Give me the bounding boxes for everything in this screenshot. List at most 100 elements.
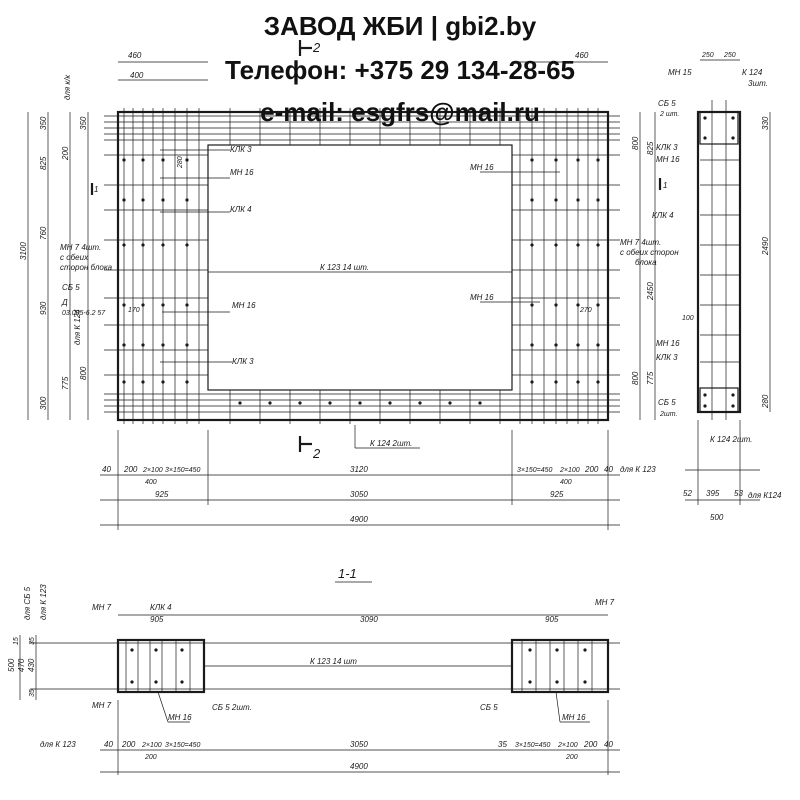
- dim-b1-3x150: 3×150=450: [165, 467, 201, 474]
- label-d-code: 03.005-6.2 57: [62, 310, 106, 317]
- side-dim-b-395: 395: [706, 489, 720, 498]
- section-mark-top: 2: [312, 40, 321, 55]
- label-mn7-right: МН 7 4шт.: [620, 238, 661, 247]
- label-klk3-bottom: КЛК 3: [232, 357, 254, 366]
- side-dim-right-2490: 2490: [761, 237, 770, 256]
- sec-dim-b-200: 200: [121, 740, 136, 749]
- mark-1-right: 1: [663, 181, 667, 190]
- dim-b1-200: 200: [123, 465, 138, 474]
- dim-b1b-400: 400: [145, 479, 157, 486]
- plan-text: КЛК 3 МН 16 КЛК 4 МН 7 4шт. с обеих стор…: [19, 40, 679, 524]
- sec-dim-bb-200: 200: [144, 754, 157, 761]
- sec-label-for-k123-bottom: для К 123: [40, 740, 76, 749]
- side-label-k124-top-qty: 3шт.: [748, 79, 768, 88]
- dim-b1-3x150-r: 3×150=450: [517, 467, 553, 474]
- sec-dim-left-35: 35: [29, 637, 36, 645]
- sec-label-mn16-l: МН 16: [168, 713, 192, 722]
- plan-right-rebars-v: [519, 108, 599, 424]
- sec-label-sb5-r: СБ 5: [480, 703, 498, 712]
- side-dim-b-500: 500: [710, 513, 724, 522]
- dim-left-300: 300: [39, 396, 48, 410]
- dim-right-775: 775: [646, 371, 655, 385]
- label-klk4: КЛК 4: [230, 205, 252, 214]
- dim-left-760: 760: [39, 226, 48, 240]
- label-mn16-bl: МН 16: [232, 301, 256, 310]
- side-label-mn16b: МН 16: [656, 339, 680, 348]
- dim-b2-3050: 3050: [350, 490, 368, 499]
- sec-dim-top-905-l: 905: [150, 615, 164, 624]
- side-label-klk3-b: КЛК 3: [656, 353, 678, 362]
- side-dim-right-280: 280: [761, 394, 770, 409]
- dim-b1-200-r: 200: [584, 465, 599, 474]
- sec-dim-total-4900: 4900: [350, 762, 368, 771]
- dim-right-800: 800: [631, 136, 640, 150]
- dim-top-400: 400: [130, 71, 144, 80]
- dim-b1-for-k123: для К 123: [620, 465, 656, 474]
- sec-dim-left-470: 470: [17, 658, 26, 672]
- sec-dim-b-200-r: 200: [583, 740, 598, 749]
- plan-middle-rebars-v: [229, 108, 501, 424]
- plan-dimension-lines: [27, 61, 656, 530]
- side-dim-top-250-a: 250: [701, 52, 714, 59]
- side-mark-100: 100: [682, 315, 694, 322]
- sec-dim-b-2x100: 2×100: [141, 742, 162, 749]
- side-bottom-cage: [699, 387, 739, 413]
- label-d: Д: [61, 298, 68, 307]
- sec-dim-top-905-r: 905: [545, 615, 559, 624]
- plan-bottom-rebars: [104, 393, 620, 413]
- dim-left-200: 200: [61, 146, 70, 161]
- dim-b1-3120: 3120: [350, 465, 368, 474]
- plan-left-rebars-v: [123, 108, 200, 424]
- sec-label-mn7-tr: МН 7: [595, 598, 615, 607]
- header-line-email: e-mail: esgfrs@mail.ru: [260, 97, 540, 127]
- plan-view: КЛК 3 МН 16 КЛК 4 МН 7 4шт. с обеих стор…: [19, 40, 679, 530]
- label-for-k124: для К 124: [73, 309, 82, 345]
- plan-leaders: [160, 149, 560, 449]
- dim-right-2450: 2450: [646, 282, 655, 301]
- dim-b2-925-r: 925: [550, 490, 564, 499]
- dim-inner-350: 350: [79, 116, 88, 130]
- dim-b1-40-r: 40: [604, 465, 613, 474]
- label-klk3-top: КЛК 3: [230, 145, 252, 154]
- sec-dim-top-3090: 3090: [360, 615, 378, 624]
- side-label-mn16: МН 16: [656, 155, 680, 164]
- dim-left-350: 350: [39, 116, 48, 130]
- sec-dim-left-35b: 35: [29, 689, 36, 697]
- plan-opening: [207, 144, 513, 391]
- dim-top-460-left: 460: [128, 51, 142, 60]
- section-title: 1-1: [338, 566, 357, 581]
- side-label-sb5-bot: СБ 5: [658, 398, 676, 407]
- section-rebars: [19, 614, 620, 775]
- section-mark-bottom: 2: [312, 446, 321, 461]
- dim-b1-40: 40: [102, 465, 111, 474]
- sec-dim-b-3x150-r: 3×150=450: [515, 742, 551, 749]
- sec-dim-b-2x100-r: 2×100: [557, 742, 578, 749]
- sec-dim-left-430: 430: [27, 658, 36, 672]
- plan-left-rebars-h: [104, 154, 208, 376]
- sec-dim-b-40-r: 40: [604, 740, 613, 749]
- dim-b3-4900: 4900: [350, 515, 368, 524]
- side-label-k124-top: К 124: [742, 68, 763, 77]
- label-both-sides-right: с обеих сторон: [620, 248, 679, 257]
- plan-rebar-dots: [122, 158, 600, 405]
- dim-left-3100: 3100: [19, 242, 28, 260]
- side-text: МН 15 К 124 3шт. СБ 5 2 шт. КЛК 3 МН 16 …: [652, 52, 782, 522]
- sec-dim-left-15: 15: [13, 637, 20, 645]
- header-line-company: ЗАВОД ЖБИ | gbi2.by: [263, 11, 537, 41]
- sec-label-for-sb5: для СБ 5: [23, 586, 32, 620]
- mark-170: 170: [128, 307, 140, 314]
- sec-label-mn16-r: МН 16: [562, 713, 586, 722]
- sec-label-sb5-l: СБ 5 2шт.: [212, 703, 252, 712]
- label-mn16-tr: МН 16: [470, 163, 494, 172]
- section-marks: [90, 40, 662, 452]
- mark-280: 280: [177, 156, 184, 169]
- sec-dim-b-3050: 3050: [350, 740, 368, 749]
- side-top-cage: [699, 111, 739, 145]
- side-label-sb5-bot-qty: 2шт.: [659, 411, 677, 418]
- dim-left-825: 825: [39, 156, 48, 170]
- section-view: 1-1: [7, 566, 620, 775]
- dim-b1-2x100: 2×100: [142, 467, 163, 474]
- side-label-for-k124: для К124: [748, 491, 782, 500]
- side-label-klk3-a: КЛК 3: [656, 143, 678, 152]
